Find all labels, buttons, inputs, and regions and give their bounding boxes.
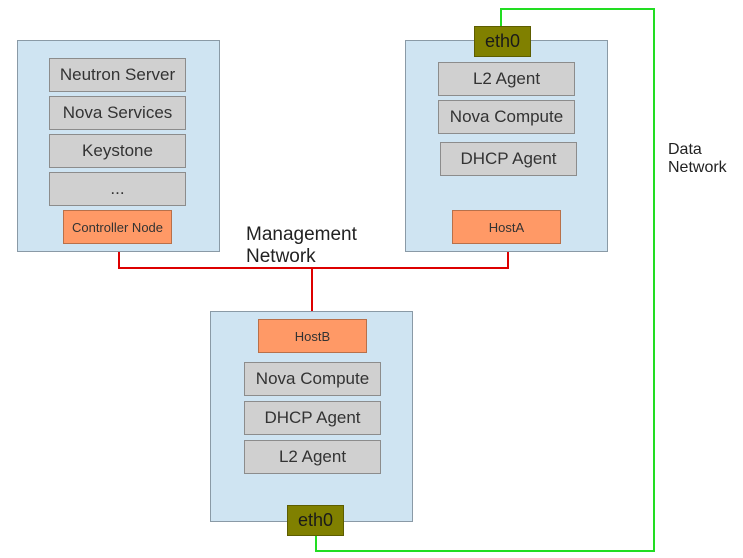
service-nova-compute: Nova Compute (244, 362, 381, 396)
hostb-node: HostB Nova Compute DHCP Agent L2 Agent (210, 311, 413, 522)
service-dhcp-agent: DHCP Agent (440, 142, 577, 176)
service-dhcp-agent: DHCP Agent (244, 401, 381, 435)
data-network-label-line1: Data (668, 141, 702, 158)
service-neutron-server: Neutron Server (49, 58, 186, 92)
service-nova-services: Nova Services (49, 96, 186, 130)
management-network-label-line1: Management (246, 224, 357, 245)
hosta-tag: HostA (452, 210, 561, 244)
service-l2-agent: L2 Agent (244, 440, 381, 474)
data-network-link (315, 8, 655, 552)
hosta-node: L2 Agent Nova Compute DHCP Agent HostA (405, 40, 608, 252)
service-nova-compute: Nova Compute (438, 100, 575, 134)
management-network-label: Management Network (246, 224, 357, 268)
hostb-eth0-interface: eth0 (287, 505, 344, 536)
controller-node: Neutron Server Nova Services Keystone ..… (17, 40, 220, 252)
service-l2-agent: L2 Agent (438, 62, 575, 96)
management-link-controller (118, 252, 312, 269)
service-more: ... (49, 172, 186, 206)
hostb-tag: HostB (258, 319, 367, 353)
data-network-label: Data Network (668, 141, 727, 178)
management-network-label-line2: Network (246, 245, 316, 267)
data-network-label-line2: Network (668, 159, 727, 177)
service-keystone: Keystone (49, 134, 186, 168)
management-link-hosta (312, 252, 509, 269)
hosta-eth0-interface: eth0 (474, 26, 531, 57)
controller-node-tag: Controller Node (63, 210, 172, 244)
